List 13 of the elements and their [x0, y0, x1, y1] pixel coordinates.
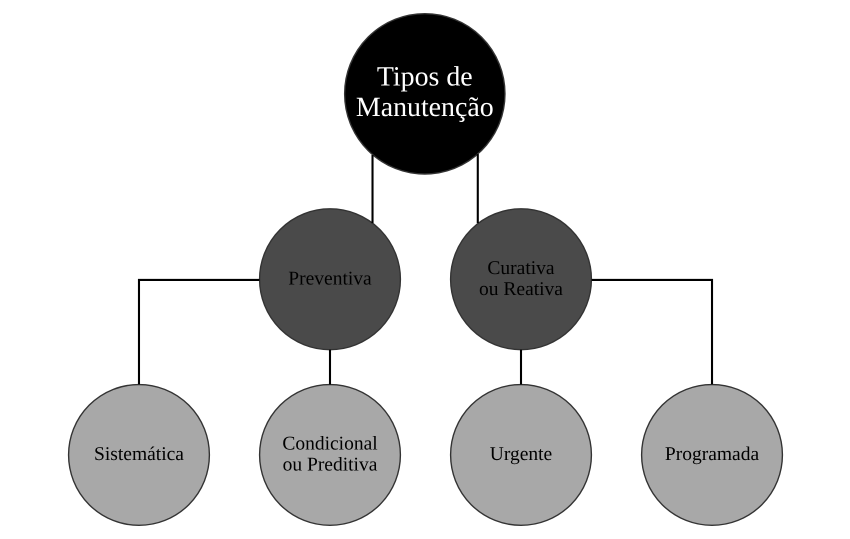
node-circle: Preventiva [258, 208, 401, 350]
node-circle: Condicional ou Preditiva [258, 384, 401, 526]
node-circle: Curativa ou Reativa [449, 208, 592, 350]
node-circle: Tipos de Manutenção [343, 12, 506, 175]
connector [591, 278, 713, 384]
connector [328, 350, 331, 384]
node-circle: Urgente [449, 384, 592, 526]
node-circle: Sistemática [67, 384, 210, 526]
connector [137, 278, 259, 384]
connector [370, 155, 374, 224]
connector [476, 154, 478, 224]
connector [519, 350, 522, 384]
node-circle: Programada [640, 384, 783, 526]
